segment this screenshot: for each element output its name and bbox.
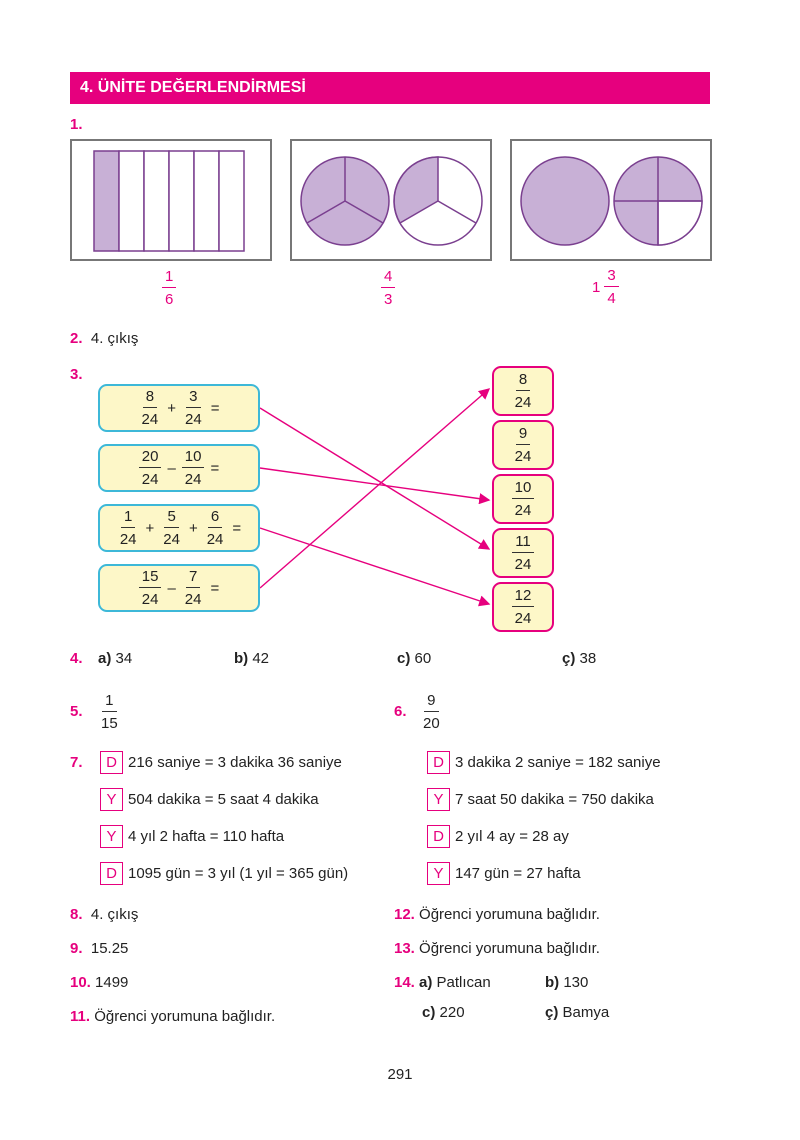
true-false-box: D (427, 751, 450, 774)
q4-c: c) 60 (397, 650, 432, 667)
q1-panel-b (290, 139, 492, 261)
q1-number: 1. (70, 116, 83, 133)
true-false-box: D (100, 751, 123, 774)
true-false-box: Y (100, 825, 123, 848)
q10: 10. 1499 (70, 974, 129, 991)
section-header: 4. ÜNİTE DEĞERLENDİRMESİ (70, 72, 710, 104)
q8: 8. 4. çıkış (70, 906, 139, 923)
q14-d: ç) Bamya (545, 1004, 610, 1021)
fraction-circles-quarters-figure (520, 156, 703, 246)
true-false-box: Y (427, 862, 450, 885)
fraction-circles-thirds-figure (300, 156, 483, 246)
fraction-strip-figure (93, 150, 245, 252)
q12: 12. Öğrenci yorumuna bağlıdır. (394, 906, 600, 923)
q3-number: 3. (70, 366, 83, 383)
section-title: 4. ÜNİTE DEĞERLENDİRMESİ (80, 79, 306, 96)
q14-b: b) 130 (545, 974, 589, 991)
true-false-box: Y (427, 788, 450, 811)
q14-row-1: 14. a) Patlıcan (394, 974, 491, 991)
q7-number: 7. (70, 754, 83, 771)
q1-panel-c (510, 139, 712, 261)
q14-c: c) 220 (422, 1004, 465, 1021)
q13: 13. Öğrenci yorumuna bağlıdır. (394, 940, 600, 957)
q6-number: 6. (394, 703, 407, 720)
true-false-box: D (427, 825, 450, 848)
q5-number: 5. (70, 703, 83, 720)
true-false-box: Y (100, 788, 123, 811)
true-false-box: D (100, 862, 123, 885)
q2: 2. 4. çıkış (70, 330, 139, 347)
q4-number: 4. (70, 650, 83, 667)
q9: 9. 15.25 (70, 940, 129, 957)
q4-d: ç) 38 (562, 650, 597, 667)
q1-panel-a (70, 139, 272, 261)
matching-lines (259, 388, 491, 607)
q4-a: a) 34 (98, 650, 133, 667)
page-number: 291 (387, 1066, 413, 1083)
q4-b: b) 42 (234, 650, 270, 667)
q11: 11. Öğrenci yorumuna bağlıdır. (70, 1008, 276, 1025)
